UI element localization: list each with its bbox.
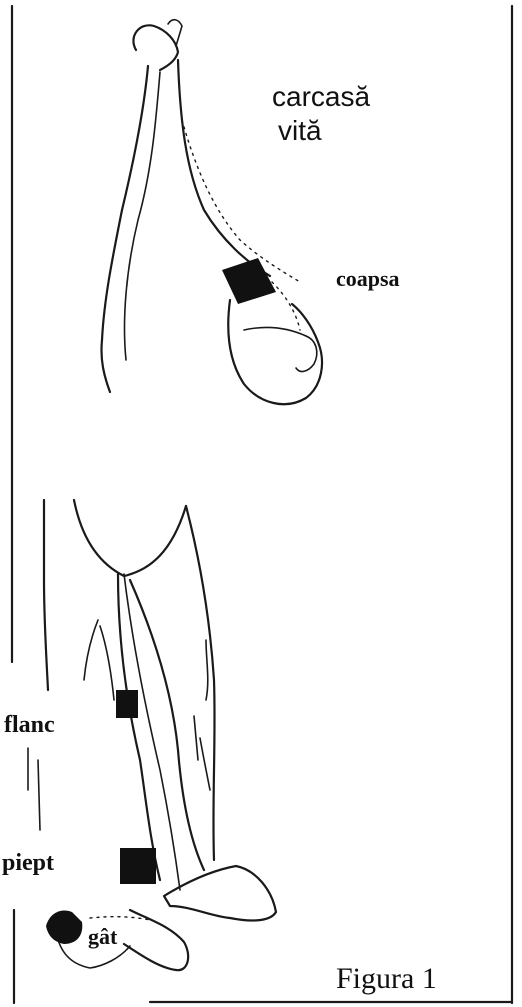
figure-caption: Figura 1 <box>336 962 437 995</box>
sample-mark-piept <box>120 848 156 884</box>
figure-title-line1: carcasă <box>272 81 370 112</box>
label-coapsa: coapsa <box>336 266 400 291</box>
sample-mark-coapsa <box>222 258 276 304</box>
label-flanc: flanc <box>4 712 55 738</box>
forequarter-outline <box>28 500 276 970</box>
figure-title-line2: vită <box>278 115 322 146</box>
label-piept: piept <box>2 850 54 876</box>
hind-leg-outline <box>101 20 322 404</box>
sample-mark-flanc <box>116 690 138 718</box>
sample-mark-gat <box>46 911 82 944</box>
label-gat: gât <box>88 924 118 949</box>
